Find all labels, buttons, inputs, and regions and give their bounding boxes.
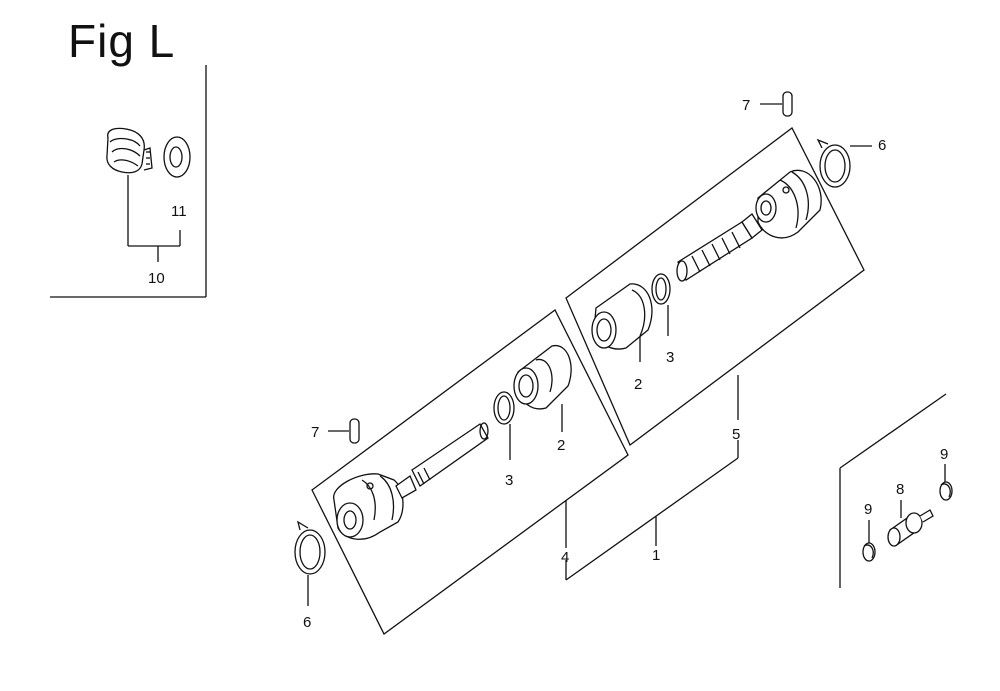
callout-3-lower: 3 <box>505 472 513 489</box>
callout-7-lower: 7 <box>311 424 319 441</box>
callout-8: 8 <box>896 481 904 498</box>
callout-2-lower: 2 <box>557 437 565 454</box>
callout-10: 10 <box>148 270 165 287</box>
yoke-joint-upper[interactable] <box>755 169 822 239</box>
grease-fitting-part[interactable] <box>887 500 934 547</box>
callout-6-upper: 6 <box>878 137 886 154</box>
callout-11: 11 <box>171 203 187 220</box>
roll-pin-upper[interactable] <box>760 91 793 117</box>
hose-clamp-upper[interactable] <box>816 138 872 188</box>
inset-frame-bottom-right <box>839 393 947 588</box>
callout-bracket-10-11 <box>127 175 181 262</box>
callout-9-right: 9 <box>940 446 948 463</box>
splined-shaft-upper[interactable] <box>676 213 763 282</box>
roll-pin-lower[interactable] <box>328 418 360 444</box>
gasket-washer-part[interactable] <box>163 136 191 178</box>
snap-ring-lower[interactable] <box>493 391 515 425</box>
leader-lines <box>509 305 669 460</box>
yoke-joint-lower[interactable] <box>333 473 404 540</box>
figure-title: Fig L <box>68 15 176 67</box>
callout-7-upper: 7 <box>742 97 750 114</box>
inset-frame-top-left <box>50 65 207 298</box>
callout-4: 4 <box>561 549 569 566</box>
callout-1: 1 <box>652 547 660 564</box>
snap-ring-upper[interactable] <box>651 273 671 305</box>
callout-6-lower: 6 <box>303 614 311 631</box>
callout-5: 5 <box>732 426 740 443</box>
assembly-box-4 <box>311 309 629 635</box>
callout-bracket-1-4-5 <box>565 375 739 581</box>
rubber-boot-upper[interactable] <box>591 283 653 350</box>
callout-2-upper: 2 <box>634 376 642 393</box>
hose-clamp-lower[interactable] <box>294 520 326 606</box>
callout-9-left: 9 <box>864 501 872 518</box>
spring-clip-right[interactable] <box>939 464 953 501</box>
spring-clip-left[interactable] <box>862 520 876 562</box>
rubber-boot-lower[interactable] <box>513 345 572 410</box>
plug-cap-part[interactable] <box>106 127 153 174</box>
assembly-box-5 <box>565 127 865 447</box>
shaft-lower[interactable] <box>395 422 489 499</box>
callout-3-upper: 3 <box>666 349 674 366</box>
